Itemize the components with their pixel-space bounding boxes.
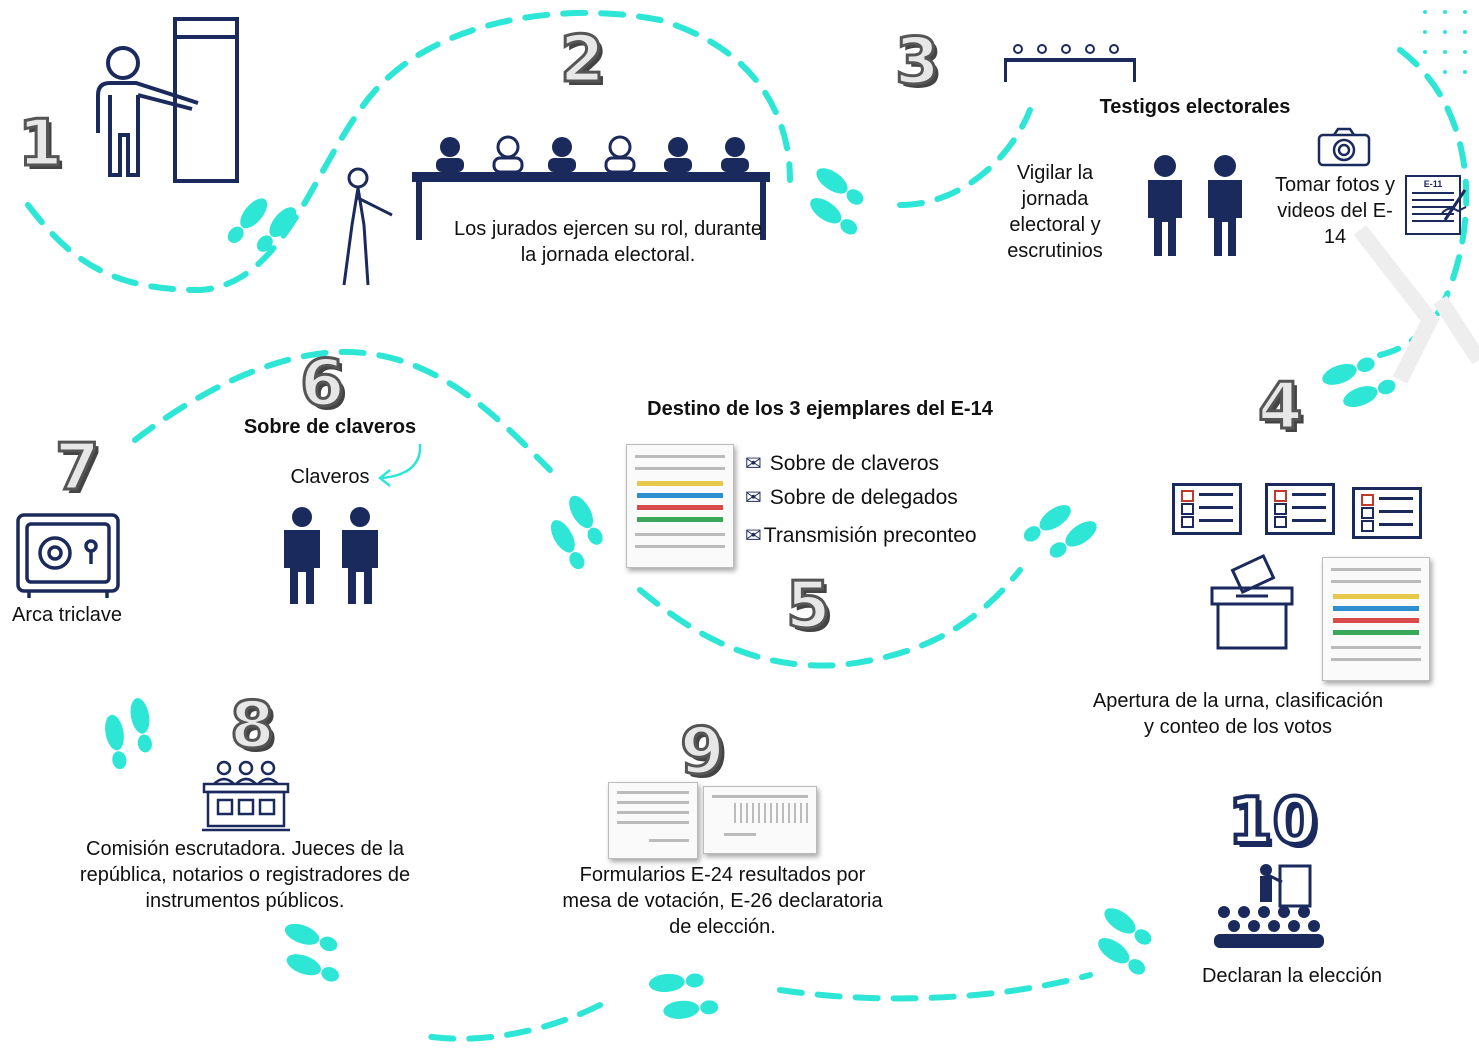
step-number-9: 9 <box>679 715 727 789</box>
ballot-checklist-icon-1 <box>1172 483 1242 535</box>
footprints-6 <box>105 698 152 770</box>
step-8-text: Comisión escrutadora. Jueces de la repúb… <box>79 838 411 912</box>
footprints-5 <box>1023 505 1097 558</box>
witness-table-icon <box>1004 44 1136 82</box>
envelope-icon: ✉ <box>745 487 762 509</box>
form-table <box>734 803 808 823</box>
curved-arrow-icon <box>377 443 422 487</box>
path-segment-3 <box>1377 47 1470 358</box>
step-6-label: Claveros <box>290 466 370 488</box>
pen-hand-icon <box>1441 189 1467 221</box>
step-number-5: 5 <box>785 569 833 643</box>
step-7-text: Arca triclave <box>11 604 123 626</box>
footprints-8 <box>648 973 719 1019</box>
step-2-text: Los jurados ejercen su rol, durante la j… <box>454 218 762 266</box>
ballot-box-icon <box>1210 553 1294 650</box>
step-3-title: Testigos electorales <box>1099 96 1291 118</box>
envelope-icon: ✉ <box>745 453 762 475</box>
step-number-3: 3 <box>894 25 942 99</box>
path-segment-6 <box>417 1002 603 1042</box>
watermark-icon <box>1353 225 1479 384</box>
destination-item-3: ✉ Transmisión preconteo <box>745 523 977 548</box>
footprints-3 <box>1322 357 1396 408</box>
footprints-7 <box>284 923 339 982</box>
path-segment-1 <box>25 9 793 294</box>
footprints-4 <box>550 495 603 570</box>
dot-grid-decoration <box>1423 10 1467 74</box>
step-6-title: Sobre de claveros <box>243 416 417 438</box>
jury-table-icon <box>342 135 770 286</box>
path-segment-2 <box>897 107 1033 208</box>
ballot-checklist-icon-2 <box>1265 483 1335 535</box>
declaration-audience-icon <box>1214 864 1324 948</box>
ballot-checklist-icon-3 <box>1352 487 1422 539</box>
destination-item-1: ✉ Sobre de claveros <box>745 451 939 476</box>
step-number-6: 6 <box>299 347 347 421</box>
destination-item-label: Transmisión preconteo <box>763 523 977 547</box>
safe-icon <box>16 513 120 598</box>
e11-form-label: E-11 <box>1423 179 1443 189</box>
envelope-icon: ✉ <box>745 525 762 547</box>
e24-form-image <box>608 782 698 859</box>
step-number-10: 10 <box>1226 785 1319 859</box>
footprints-2 <box>810 168 864 235</box>
destination-item-2: ✉ Sobre de delegados <box>745 485 958 510</box>
e11-form-icon: E-11 <box>1405 175 1461 235</box>
witness-people-icon <box>1148 155 1242 256</box>
step-number-8: 8 <box>229 689 277 763</box>
camera-icon <box>1317 127 1371 167</box>
step-9-text: Formularios E-24 resultados por mesa de … <box>562 864 883 938</box>
e26-form-image <box>703 786 817 854</box>
presenter-board-icon <box>96 17 239 183</box>
step-5-title: Destino de los 3 ejemplares del E-14 <box>647 398 993 420</box>
step-4-text: Apertura de la urna, clasificación y con… <box>1092 690 1384 738</box>
step-number-4: 4 <box>1257 370 1305 444</box>
commission-desk-icon <box>202 760 290 832</box>
path-segment-4 <box>132 348 553 473</box>
footprints-1 <box>227 198 297 252</box>
step-number-2: 2 <box>559 23 607 97</box>
step-number-7: 7 <box>54 431 102 505</box>
destination-item-label: Sobre de claveros <box>769 451 940 475</box>
step-3-left-text: Vigilar la jornada electoral y escrutini… <box>1007 162 1103 262</box>
step-3-right-text: Tomar fotos y videos del E-14 <box>1274 174 1396 248</box>
destination-item-label: Sobre de delegados <box>769 485 958 509</box>
step-number-1: 1 <box>17 107 65 181</box>
path-segment-7 <box>777 972 1093 1002</box>
footprints-9 <box>1098 908 1152 975</box>
e14-document-image-step4 <box>1322 557 1430 681</box>
claveros-people-icon <box>284 507 378 604</box>
e14-document-image-step5 <box>626 444 734 568</box>
step-10-text: Declaran la elección <box>1201 965 1383 987</box>
